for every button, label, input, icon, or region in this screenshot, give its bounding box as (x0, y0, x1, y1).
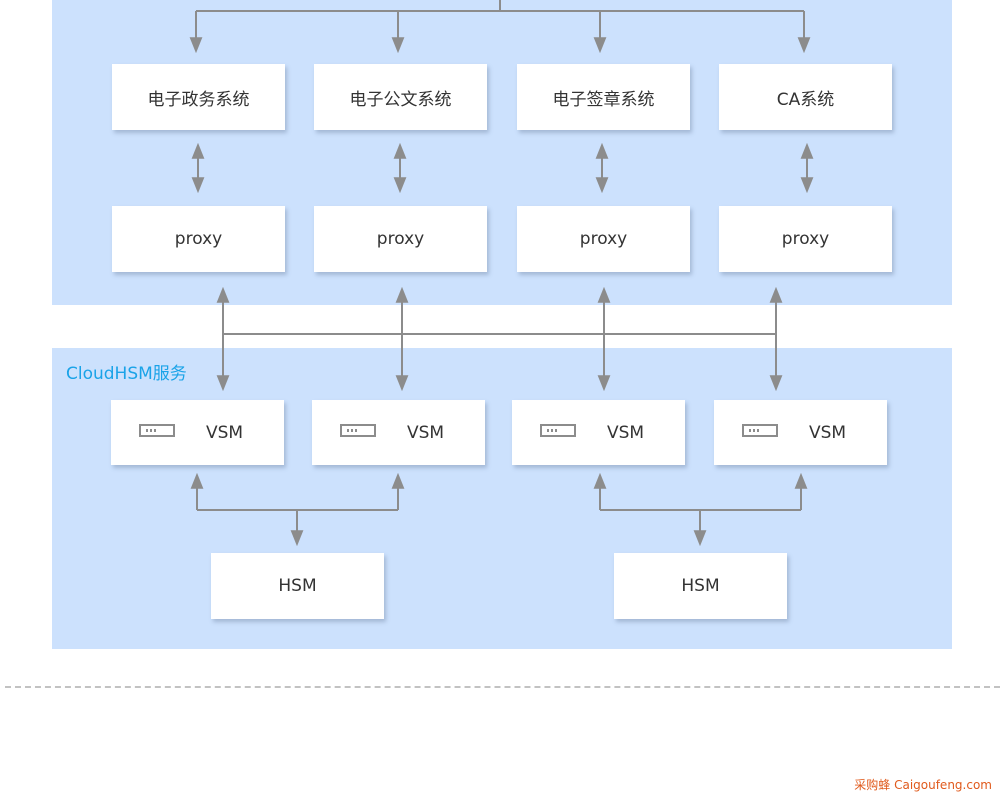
watermark-text: 采购蜂 Caigoufeng.com (854, 778, 992, 792)
vsm-box-3: VSM (512, 400, 685, 465)
system-box-egov: 电子政务系统 (112, 64, 285, 130)
proxy-label: proxy (579, 229, 628, 249)
proxy-box-2: proxy (314, 206, 487, 272)
proxy-box-4: proxy (719, 206, 892, 272)
system-label: 电子签章系统 (552, 89, 655, 110)
proxy-box-1: proxy (112, 206, 285, 272)
hsm-label: HSM (681, 576, 720, 596)
system-label: 电子政务系统 (147, 89, 250, 110)
cloudhsm-title: CloudHSM服务 (66, 364, 187, 384)
system-box-ca: CA系统 (719, 64, 892, 130)
server-icon (742, 424, 778, 437)
hsm-box-1: HSM (211, 553, 384, 619)
system-box-esign: 电子签章系统 (517, 64, 690, 130)
vsm-label: VSM (407, 422, 445, 443)
vsm-label: VSM (607, 422, 645, 443)
vsm-box-1: VSM (111, 400, 284, 465)
proxy-label: proxy (781, 229, 830, 249)
server-icon (340, 424, 376, 437)
proxy-label: proxy (174, 229, 223, 249)
system-box-edoc: 电子公文系统 (314, 64, 487, 130)
server-icon (139, 424, 175, 437)
hsm-label: HSM (278, 576, 317, 596)
vsm-label: VSM (809, 422, 847, 443)
system-label: 电子公文系统 (349, 89, 452, 110)
proxy-label: proxy (376, 229, 425, 249)
vsm-box-2: VSM (312, 400, 485, 465)
server-icon (540, 424, 576, 437)
vsm-box-4: VSM (714, 400, 887, 465)
hsm-box-2: HSM (614, 553, 787, 619)
vsm-label: VSM (206, 422, 244, 443)
proxy-box-3: proxy (517, 206, 690, 272)
system-label: CA系统 (776, 89, 835, 110)
divider-dashed (5, 686, 1000, 688)
